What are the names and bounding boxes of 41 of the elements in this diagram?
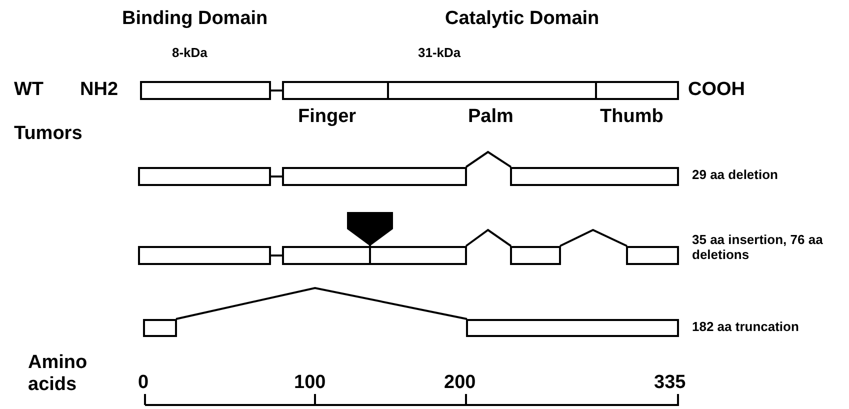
splice-line	[560, 228, 628, 247]
mass-label: 31-kDa	[418, 46, 461, 61]
splice-line	[465, 228, 512, 247]
protein-segment-bar	[595, 81, 679, 100]
mass-label: 8-kDa	[172, 46, 208, 61]
protein-segment-bar	[369, 246, 467, 265]
region-label: Finger	[298, 106, 356, 128]
protein-segment-bar	[466, 319, 679, 337]
row-label: Tumors	[14, 123, 82, 145]
mutation-note: 29 aa deletion	[692, 168, 778, 183]
protein-segment-bar	[138, 246, 271, 265]
insertion-marker	[346, 211, 394, 247]
mutation-note: 35 aa insertion, 76 aa deletions	[692, 233, 824, 263]
protein-segment-bar	[138, 167, 271, 186]
connector-line	[271, 254, 282, 256]
connector-line	[271, 176, 282, 178]
terminus-label: COOH	[688, 79, 745, 101]
protein-segment-bar	[282, 246, 371, 265]
domain-heading: Binding Domain	[122, 8, 268, 30]
tick-label: 100	[294, 372, 326, 394]
protein-segment-bar	[510, 167, 679, 186]
domain-heading: Catalytic Domain	[445, 8, 600, 30]
protein-segment-bar	[626, 246, 679, 265]
protein-segment-bar	[282, 81, 389, 100]
protein-segment-bar	[282, 167, 467, 186]
row-label: WT	[14, 79, 44, 101]
axis-title: Amino acids	[28, 352, 88, 396]
terminus-label: NH2	[80, 79, 118, 101]
tick-label: 200	[444, 372, 476, 394]
protein-segment-bar	[143, 319, 177, 337]
splice-line	[176, 286, 468, 320]
splice-line	[465, 150, 512, 168]
tick-label: 0	[138, 372, 149, 394]
protein-segment-bar	[387, 81, 597, 100]
connector-line	[271, 90, 282, 92]
protein-segment-bar	[510, 246, 561, 265]
tick-label: 335	[654, 372, 686, 394]
mutation-note: 182 aa truncation	[692, 320, 799, 335]
protein-segment-bar	[140, 81, 271, 100]
region-label: Thumb	[600, 106, 664, 128]
region-label: Palm	[468, 106, 514, 128]
